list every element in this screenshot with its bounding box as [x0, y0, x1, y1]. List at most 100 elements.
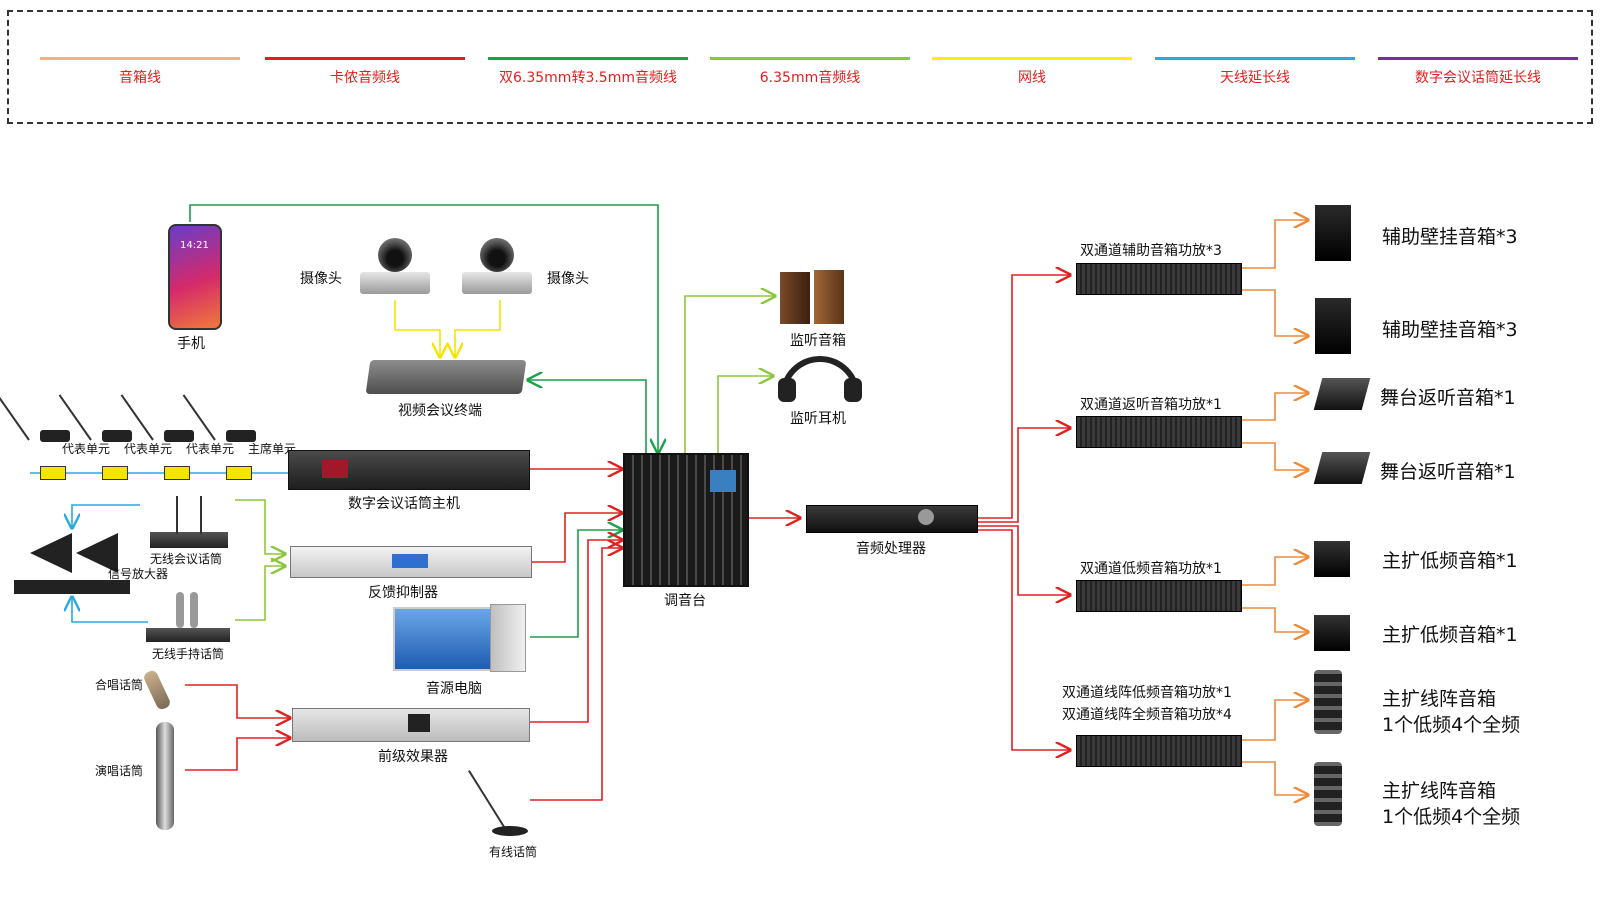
earcup-icon: [778, 378, 796, 402]
subwoofer-icon: [1314, 541, 1350, 577]
antenna-icon: [30, 533, 72, 573]
legend-item: 卡侬音频线: [265, 45, 465, 86]
monitor-headphone-label: 监听耳机: [790, 411, 846, 427]
legend-item: 网线: [932, 45, 1132, 86]
connector-box: [40, 466, 66, 480]
mixer-screen: [710, 470, 736, 492]
video-terminal-device: [365, 360, 527, 394]
delegate-unit-icon: [40, 430, 70, 442]
connector-box: [102, 466, 128, 480]
monitor-icon: [393, 607, 505, 671]
connector-box: [164, 466, 190, 480]
chairman-unit-icon: [226, 430, 256, 442]
antenna-icon: [76, 533, 118, 573]
amp3-label: 双通道低频音箱功放*1: [1080, 561, 1222, 577]
legend-line-swatch: [1155, 57, 1355, 60]
aux-speaker-label-1: 辅助壁挂音箱*3: [1382, 226, 1518, 248]
handheld-mic-icon: [190, 592, 198, 628]
legend-line-swatch: [710, 57, 910, 60]
stage-speaker-label-1: 舞台返听音箱*1: [1380, 387, 1516, 409]
delegate-unit-icon: [102, 430, 132, 442]
wireless-receiver-icon: [146, 628, 230, 642]
amp1-label: 双通道辅助音箱功放*3: [1080, 243, 1222, 259]
wall-speaker-icon: [1315, 205, 1351, 261]
amplifier-device: [1076, 263, 1242, 295]
conference-host-label: 数字会议话筒主机: [348, 496, 460, 512]
legend-item: 6.35mm音频线: [710, 45, 910, 86]
signal-amplifier-device: [14, 580, 130, 594]
amplifier-device: [1076, 416, 1242, 448]
monitor-speaker-icon: [814, 270, 844, 324]
camera-label-2: 摄像头: [547, 271, 589, 287]
chairman-unit-label: 主席单元: [248, 442, 297, 456]
subwoofer-icon: [1314, 615, 1350, 651]
wireless-handheld-label: 无线手持话筒: [152, 647, 225, 661]
legend-label: 6.35mm音频线: [759, 70, 861, 86]
stage-monitor-icon: [1313, 452, 1371, 484]
legend-label: 天线延长线: [1220, 70, 1290, 86]
sub-speaker-label-2: 主扩低频音箱*1: [1382, 624, 1518, 646]
gooseneck-mic-icon: [200, 496, 202, 534]
amplifier-device: [1076, 735, 1242, 767]
pc-tower-icon: [490, 604, 526, 672]
wired-mic-label: 有线话筒: [489, 845, 538, 859]
source-pc-label: 音源电脑: [426, 681, 482, 697]
signal-amplifier-label: 信号放大器: [108, 567, 169, 581]
chorus-mic-label: 合唱话筒: [95, 678, 144, 692]
delegate-unit-icon: [164, 430, 194, 442]
legend-item: 天线延长线: [1155, 45, 1355, 86]
legend-item: 数字会议话筒延长线: [1378, 45, 1578, 86]
wall-speaker-icon: [1315, 298, 1351, 354]
camera-icon: [360, 238, 430, 298]
camera-icon: [462, 238, 532, 298]
legend-label: 双6.35mm转3.5mm音频线: [499, 70, 677, 86]
vocal-mic-label: 演唱话筒: [95, 764, 144, 778]
camera-label-1: 摄像头: [300, 271, 342, 287]
sub-speaker-label-1: 主扩低频音箱*1: [1382, 550, 1518, 572]
line-array-label-1a: 主扩线阵音箱: [1382, 688, 1497, 710]
pre-effects-label: 前级效果器: [378, 749, 448, 765]
video-terminal-label: 视频会议终端: [398, 403, 482, 419]
wireless-receiver-icon: [150, 532, 228, 548]
phone-device: [168, 224, 222, 330]
amp4-label-line2: 双通道线阵全频音箱功放*4: [1062, 707, 1232, 723]
feedback-suppressor-device: [290, 546, 532, 578]
amp2-label: 双通道返听音箱功放*1: [1080, 397, 1222, 413]
delegate-unit-label-2: 代表单元: [124, 442, 173, 456]
line-array-icon: [1314, 762, 1342, 826]
line-array-label-2b: 1个低频4个全频: [1382, 806, 1521, 828]
phone-label: 手机: [177, 336, 205, 352]
wireless-conf-mic-label: 无线会议话筒: [150, 552, 223, 566]
vocal-mic-icon: [156, 722, 174, 830]
legend-item: 音箱线: [40, 45, 240, 86]
monitor-speaker-icon: [780, 272, 810, 324]
legend-item: 双6.35mm转3.5mm音频线: [488, 45, 688, 86]
amplifier-device: [1076, 580, 1242, 612]
mic-base-icon: [492, 826, 528, 836]
gooseneck-mic-icon: [176, 496, 178, 534]
line-array-label-2a: 主扩线阵音箱: [1382, 780, 1497, 802]
legend-line-swatch: [265, 57, 465, 60]
handheld-mic-icon: [176, 592, 184, 628]
effects-display: [408, 714, 430, 732]
suppressor-display: [392, 554, 428, 568]
amp4-label-line1: 双通道线阵低频音箱功放*1: [1062, 685, 1232, 701]
delegate-unit-label-3: 代表单元: [186, 442, 235, 456]
cable-legend: [7, 10, 1593, 124]
legend-line-swatch: [488, 57, 688, 60]
legend-label: 网线: [1018, 70, 1046, 86]
monitor-speaker-label: 监听音箱: [790, 333, 846, 349]
legend-line-swatch: [1378, 57, 1578, 60]
line-array-label-1b: 1个低频4个全频: [1382, 714, 1521, 736]
stage-monitor-icon: [1313, 378, 1371, 410]
legend-label: 数字会议话筒延长线: [1415, 70, 1541, 86]
host-display: [322, 460, 348, 478]
legend-label: 音箱线: [119, 70, 161, 86]
line-array-icon: [1314, 670, 1342, 734]
legend-label: 卡侬音频线: [330, 70, 400, 86]
processor-knob: [918, 509, 934, 525]
aux-speaker-label-2: 辅助壁挂音箱*3: [1382, 319, 1518, 341]
audio-processor-label: 音频处理器: [856, 541, 926, 557]
audio-processor-device: [806, 505, 978, 533]
